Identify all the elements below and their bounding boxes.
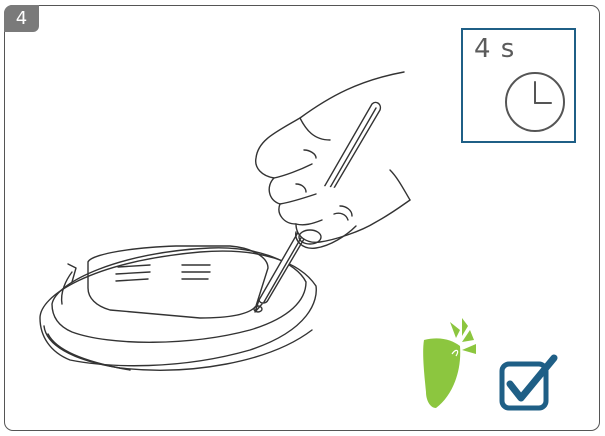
led-flash-icon bbox=[423, 318, 476, 408]
checkbox-checked-icon bbox=[502, 358, 554, 408]
device-housing bbox=[40, 246, 316, 370]
hand-with-pen bbox=[255, 72, 410, 312]
